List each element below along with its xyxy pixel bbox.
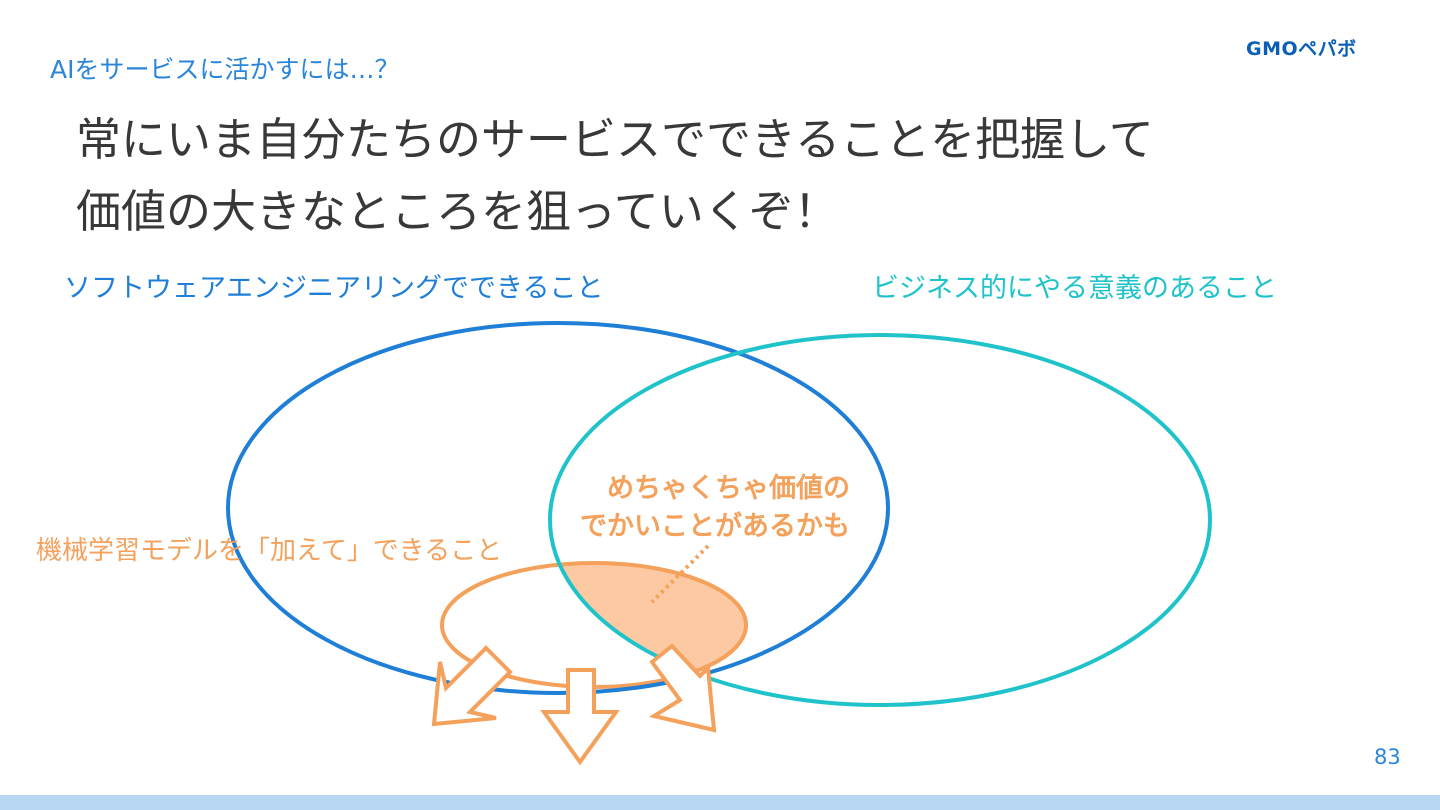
- high-value-callout: めちゃくちゃ価値の でかいことがあるかも: [560, 470, 850, 546]
- title-line-1: 常にいま自分たちのサービスでできることを把握して: [76, 113, 1154, 166]
- footer-bar: [0, 795, 1440, 810]
- arrow-down-left: [431, 645, 513, 727]
- business-ellipse: [548, 333, 1212, 707]
- company-logo: GMOペパボ: [1246, 38, 1357, 60]
- leader-line: [650, 544, 710, 604]
- business-value-label: ビジネス的にやる意義のあること: [872, 273, 1277, 304]
- section-label: AIをサービスに活かすには…？: [50, 55, 400, 84]
- slide-title: 常にいま自分たちのサービスでできることを把握して 価値の大きなところを狙っていく…: [76, 104, 1376, 248]
- machine-learning-label: 機械学習モデルを「加えて」できること: [36, 536, 503, 566]
- callout-line-2: でかいことがあるかも: [580, 511, 850, 542]
- software-engineering-ellipse: [226, 321, 890, 695]
- arrow-down: [540, 668, 620, 766]
- software-engineering-label: ソフトウェアエンジニアリングでできること: [64, 273, 604, 304]
- arrow-down-right: [648, 643, 717, 733]
- callout-line-1: めちゃくちゃ価値の: [607, 473, 850, 504]
- page-number: 83: [1374, 745, 1401, 769]
- title-line-2: 価値の大きなところを狙っていくぞ！: [76, 185, 839, 238]
